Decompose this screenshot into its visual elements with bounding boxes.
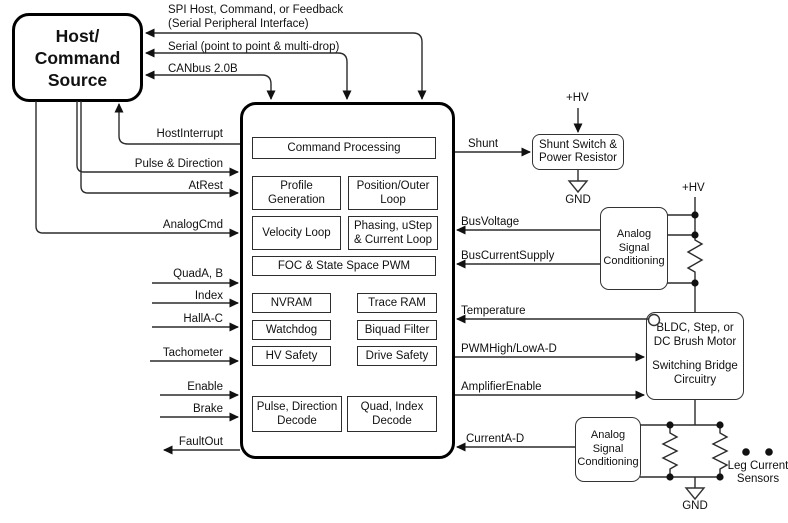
leg-sense-resistor-2-icon [711,425,729,477]
leg-sense-resistor-1-icon [661,425,679,477]
amplifier-enable-label: AmplifierEnable [461,381,542,393]
pwm-label: PWMHigh/LowA-D [461,343,557,355]
canbus-wire [145,70,276,100]
index-label: Index [194,290,223,302]
bus-current-supply-label: BusCurrentSupply [461,250,555,262]
hv-shunt-label: +HV [566,92,589,104]
switching-bridge-box: BLDC, Step, or DC Brush Motor Switching … [646,312,744,400]
shunt-switch-box: Shunt Switch & Power Resistor [532,134,624,170]
hv-motor-wire-with-resistor [686,197,704,312]
position-outer-loop-block: Position/Outer Loop [348,176,438,210]
hv-motor-label: +HV [682,182,705,194]
shunt-label: Shunt [468,138,499,150]
host-label-line2: Command [34,47,121,68]
gnd-shunt-label: GND [565,194,591,206]
hall-ac-label: HallA-C [183,313,223,325]
drive-safety-block: Drive Safety [357,346,437,366]
nvram-block: NVRAM [252,293,331,313]
foc-pwm-block: FOC & State Space PWM [252,256,436,276]
quad-ab-label: QuadA, B [173,268,223,280]
at-rest-label: AtRest [188,180,223,192]
temperature-label: Temperature [461,305,526,317]
biquad-filter-block: Biquad Filter [357,320,437,340]
host-command-source-box: Host/ Command Source [12,13,143,102]
analog-signal-conditioning-box-2: Analog Signal Conditioning [575,417,641,482]
serial-label: Serial (point to point & multi-drop) [168,41,340,53]
fault-out-label: FaultOut [178,436,223,448]
host-label-line1: Host/ [55,25,100,46]
current-ad-label: CurrentA-D [466,433,525,445]
pulse-direction-label: Pulse & Direction [134,158,223,170]
analog-cmd-label: AnalogCmd [162,219,223,231]
motor-gnd-triangle-icon [684,487,706,501]
canbus-label: CANbus 2.0B [168,63,238,75]
profile-generation-block: Profile Generation [252,176,341,210]
hv-safety-block: HV Safety [252,346,331,366]
tachometer-label: Tachometer [162,347,223,359]
trace-ram-block: Trace RAM [357,293,437,313]
pulse-direction-decode-block: Pulse, Direction Decode [252,396,342,432]
command-processing-block: Command Processing [252,137,436,159]
spi-label-line2: (Serial Peripheral Interface) [168,18,309,30]
gnd-motor-label: GND [682,500,708,512]
host-label-line3: Source [47,69,108,90]
phasing-current-loop-block: Phasing, uStep & Current Loop [348,216,438,250]
serial-wire [145,48,352,100]
analog-signal-conditioning-box-1: Analog Signal Conditioning [600,207,668,290]
host-interrupt-label: HostInterrupt [156,128,223,140]
shunt-gnd-triangle-icon [567,180,589,194]
velocity-loop-block: Velocity Loop [252,216,341,250]
leg-current-sensors-label: Leg Current Sensors [727,460,788,485]
brake-label: Brake [192,403,223,415]
enable-label: Enable [187,381,223,393]
quad-index-decode-block: Quad, Index Decode [347,396,437,432]
bus-voltage-label: BusVoltage [461,216,520,228]
leg-sensors-ellipsis-dots [742,448,773,456]
watchdog-block: Watchdog [252,320,331,340]
spi-label-line1: SPI Host, Command, or Feedback [168,4,344,16]
